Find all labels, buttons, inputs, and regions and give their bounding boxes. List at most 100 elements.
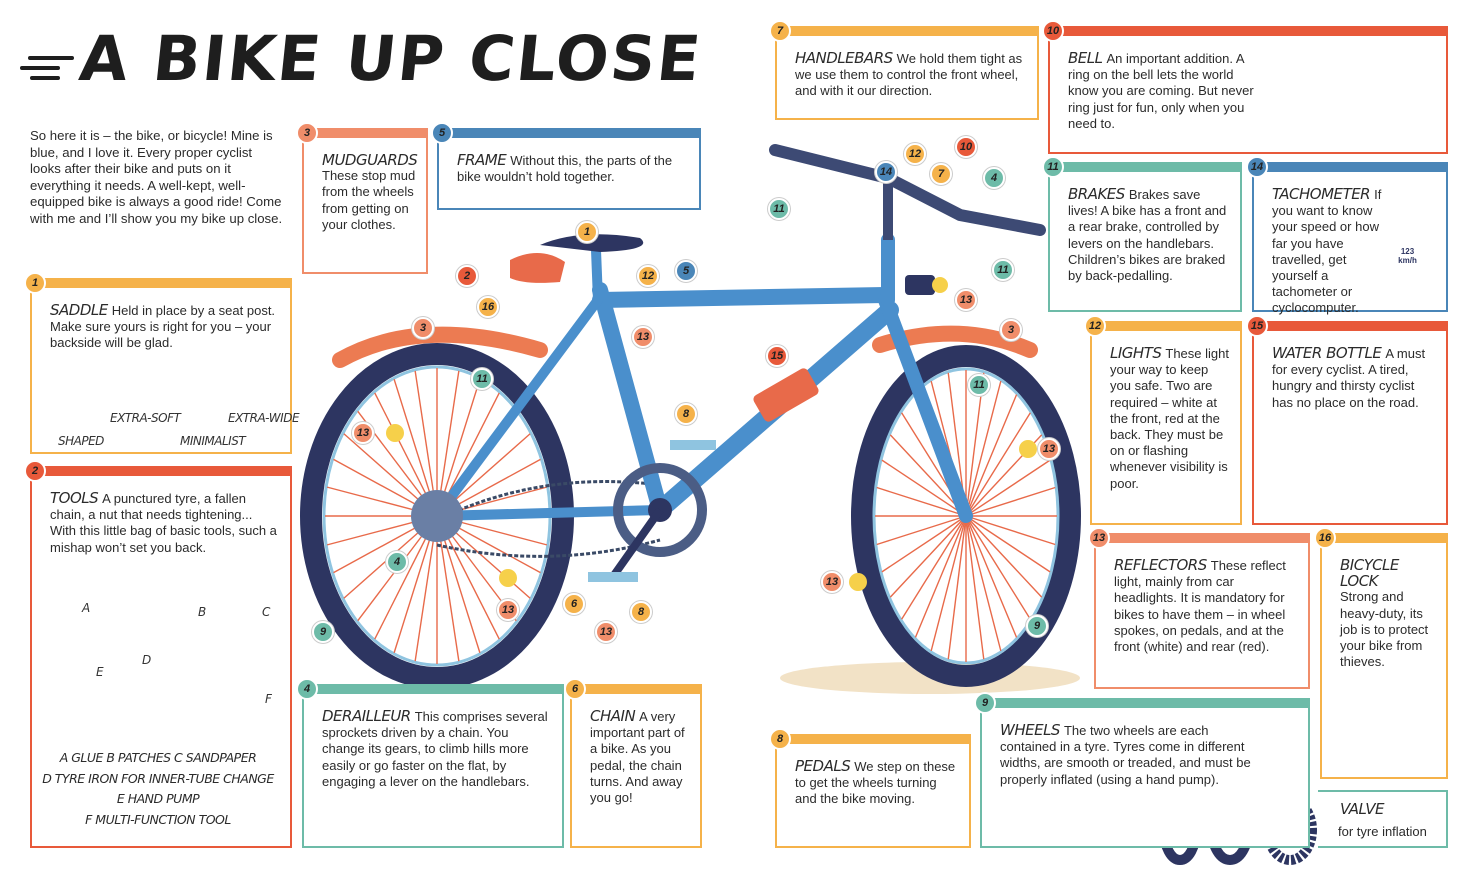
tool-bag xyxy=(510,252,565,283)
tool-letter-e: E xyxy=(96,665,104,679)
reflector-rear-wheel xyxy=(386,424,404,442)
callout-5: 5 xyxy=(675,260,697,282)
brakes-badge: 11 xyxy=(1042,156,1064,178)
handlebars-badge: 7 xyxy=(769,20,791,42)
callout-13: 13 xyxy=(632,326,654,348)
tools-text: A punctured tyre, a fallen chain, a nut … xyxy=(50,491,277,555)
callout-6: 6 xyxy=(563,593,585,615)
valve-text: for tyre inflation xyxy=(1338,824,1427,839)
saddle-badge: 1 xyxy=(24,272,46,294)
pedals-badge: 8 xyxy=(769,728,791,750)
callout-9: 9 xyxy=(1026,615,1048,637)
callout-10: 10 xyxy=(955,136,977,158)
wheels-heading: WHEELS xyxy=(1000,721,1060,739)
pedals-heading: PEDALS xyxy=(795,757,851,775)
reflectors-badge: 13 xyxy=(1088,527,1110,549)
frame-text: Without this, the parts of the bike woul… xyxy=(457,153,673,185)
chainring xyxy=(613,463,707,557)
tools-legend-line-3: E HAND PUMP xyxy=(116,791,200,806)
tachometer-text: If you want to know your speed or how fa… xyxy=(1272,187,1382,316)
chain-heading: CHAIN xyxy=(590,707,636,725)
callout-11: 11 xyxy=(992,259,1014,281)
saddle-type-shaped: SHAPED xyxy=(58,434,104,448)
bicycle-lock-badge: 16 xyxy=(1314,527,1336,549)
bicycle-lock-text: Strong and heavy-duty, its job is to pro… xyxy=(1340,589,1429,670)
callout-11: 11 xyxy=(471,368,493,390)
saddle xyxy=(540,234,644,252)
callout-13: 13 xyxy=(955,289,977,311)
callout-12: 12 xyxy=(904,143,926,165)
callout-15: 15 xyxy=(766,345,788,367)
callout-8: 8 xyxy=(675,403,697,425)
handlebars-heading: HANDLEBARS xyxy=(795,49,893,67)
reflector-rear-lower xyxy=(499,569,517,587)
reflector-front-wheel xyxy=(1019,440,1037,458)
chain-text: A very important part of a bike. As you … xyxy=(590,709,685,806)
tool-letter-f: F xyxy=(265,692,272,706)
tool-letter-c: C xyxy=(262,605,270,619)
callout-4: 4 xyxy=(386,551,408,573)
water-bottle-on-frame xyxy=(753,368,819,422)
tachometer-badge: 14 xyxy=(1246,156,1268,178)
lights-heading: LIGHTS xyxy=(1110,344,1162,362)
wheels-text: The two wheels are each contained in a t… xyxy=(1000,723,1251,787)
pedal xyxy=(588,572,638,582)
callout-8: 8 xyxy=(630,601,652,623)
derailleur-badge: 4 xyxy=(296,678,318,700)
chain-badge: 6 xyxy=(564,678,586,700)
callout-14: 14 xyxy=(875,161,897,183)
tools-legend-line-2: D TYRE IRON FOR INNER-TUBE CHANGE xyxy=(42,770,274,786)
rear-cassette xyxy=(411,490,463,542)
tool-letter-b: B xyxy=(198,605,206,619)
saddle-text: Held in place by a seat post. Make sure … xyxy=(50,303,276,351)
water-bottle-heading: WATER BOTTLE xyxy=(1272,344,1382,362)
saddle-type-extra-soft: EXTRA-SOFT xyxy=(110,411,181,425)
speed-lines-decoration xyxy=(20,52,76,82)
callout-11: 11 xyxy=(768,198,790,220)
tools-legend-line-1: A GLUE B PATCHES C SANDPAPER xyxy=(59,750,257,765)
tachometer-display: 123 km/h xyxy=(1398,247,1417,265)
callout-2: 2 xyxy=(456,265,478,287)
callout-1: 1 xyxy=(576,221,598,243)
bell-heading: BELL xyxy=(1068,49,1103,67)
derailleur-text: This comprises several sprockets driven … xyxy=(322,709,548,789)
bicycle-lock-heading: BICYCLE LOCK xyxy=(1340,556,1399,591)
brakes-heading: BRAKES xyxy=(1068,185,1125,203)
reflectors-heading: REFLECTORS xyxy=(1114,556,1207,574)
intro-text: So here it is – the bike, or bicycle! Mi… xyxy=(30,128,283,226)
water-bottle-text: A must for every cyclist. A tired, hungr… xyxy=(1272,346,1426,410)
brakes-text: Brakes save lives! A bike has a front an… xyxy=(1068,187,1227,284)
bell-badge: 10 xyxy=(1042,20,1064,42)
callout-3: 3 xyxy=(412,317,434,339)
tool-letter-d: D xyxy=(142,653,151,667)
callout-3: 3 xyxy=(1000,319,1022,341)
reflectors-text: These reflect light, mainly from car hea… xyxy=(1114,558,1286,655)
callout-13: 13 xyxy=(821,571,843,593)
derailleur-heading: DERAILLEUR xyxy=(322,707,411,725)
valve-callout: VALVE for tyre inflation xyxy=(1318,790,1448,848)
tools-legend-line-4: F MULTI-FUNCTION TOOL xyxy=(85,811,231,827)
lights-badge: 12 xyxy=(1084,315,1106,337)
tools-badge: 2 xyxy=(24,460,46,482)
tools-legend: A GLUE B PATCHES C SANDPAPER D TYRE IRON… xyxy=(30,748,286,830)
callout-13: 13 xyxy=(1038,438,1060,460)
saddle-type-extra-wide: EXTRA-WIDE xyxy=(228,411,300,425)
tool-letter-a: A xyxy=(82,601,90,615)
wheels-badge: 9 xyxy=(974,692,996,714)
callout-4: 4 xyxy=(983,167,1005,189)
crank-arm xyxy=(608,507,664,581)
pedals-text: We step on these to get the wheels turni… xyxy=(795,759,956,807)
frame-heading: FRAME xyxy=(457,151,507,169)
callout-11: 11 xyxy=(968,374,990,396)
handlebar xyxy=(769,144,1046,236)
